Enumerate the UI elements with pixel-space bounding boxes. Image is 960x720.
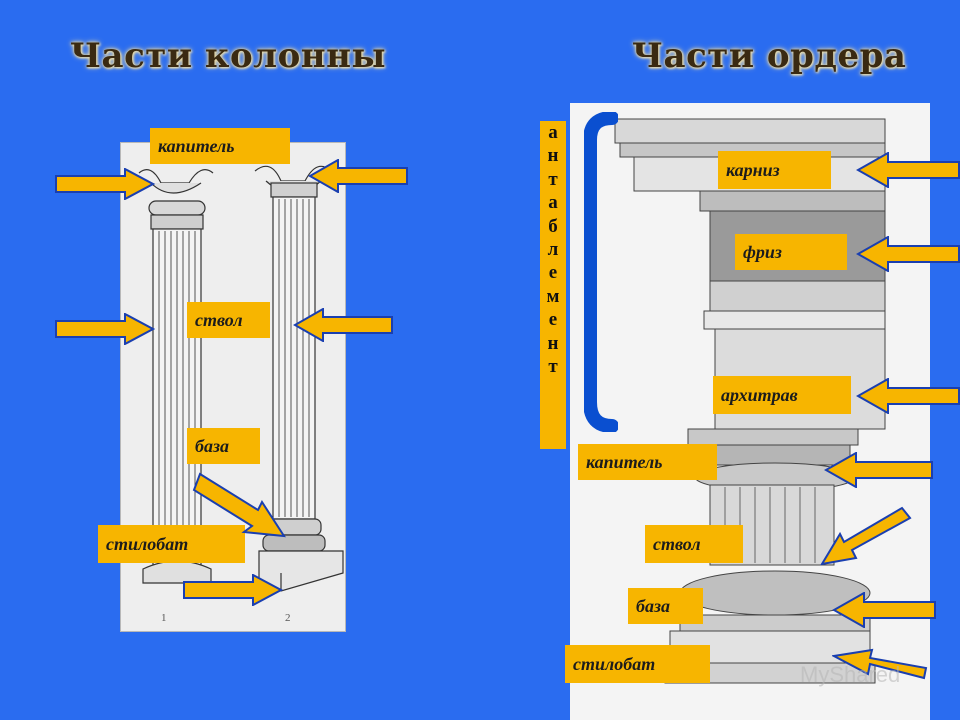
entablature-letter: л [547,238,559,260]
title-column-parts: Части колонны [70,36,387,76]
watermark: MyShared [800,662,901,687]
arrow-diagonal-icon [820,506,912,566]
entablature-letter: а [548,192,558,214]
entablature-letter: м [546,285,560,307]
label-shaft-left: ствол [187,302,270,338]
arrow-left-icon [832,592,936,628]
arrow-right-icon [183,574,283,606]
label-capital-right: капитель [578,444,717,480]
label-frieze: фриз [735,234,847,270]
label-stylobate-left: стилобат [98,525,245,563]
entablature-vertical-label: а н т а б л е м е н т [540,121,566,449]
arrow-right-icon [55,168,155,200]
label-architrave: архитрав [713,376,851,414]
label-base-right: база [628,588,703,624]
arrow-left-icon [308,159,408,193]
figure-number-2: 2 [285,612,291,624]
arrow-right-icon [55,313,155,345]
column-1 [138,169,214,584]
column-2 [254,165,344,592]
label-base-left: база [187,428,260,464]
title-order-parts: Части ордера [632,36,907,76]
label-stylobate-right: стилобат [565,645,710,683]
entablature-letter: н [547,332,559,354]
column-drawing: 1 2 [138,165,344,624]
label-cornice: карниз [718,151,831,189]
arrow-diagonal-icon [192,472,286,538]
entablature-letter: б [548,215,558,237]
arrow-left-icon [293,308,393,342]
order-drawing [614,118,886,684]
arrow-left-icon [856,152,960,188]
label-capital-left: капитель [150,128,290,164]
arrow-diagonal-icon [832,648,928,680]
label-shaft-right: ствол [645,525,743,563]
entablature-letter: т [548,355,558,377]
figure-number-1: 1 [161,612,167,624]
arrow-left-icon [856,378,960,414]
entablature-letter: е [548,262,558,284]
entablature-letter: н [547,145,559,167]
entablature-letter: е [548,309,558,331]
arrow-left-icon [824,452,933,488]
arrow-left-icon [856,236,960,272]
entablature-letter: т [548,168,558,190]
entablature-brace [584,112,618,432]
entablature-letter: а [548,122,558,143]
